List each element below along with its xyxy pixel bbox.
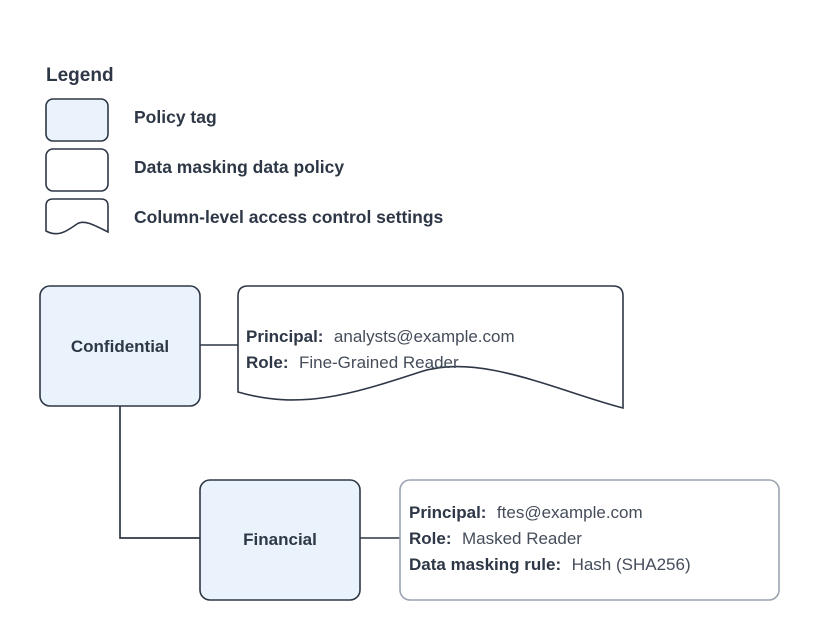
connector-confidential-to-financial xyxy=(119,406,200,539)
connectors xyxy=(119,344,400,539)
callout-row-value: Hash (SHA256) xyxy=(572,555,691,574)
node-confidential-box[interactable] xyxy=(39,285,201,407)
legend-item-label: Data masking data policy xyxy=(134,157,344,177)
node-financial-label: Financial xyxy=(243,530,317,549)
rounded-rect-icon xyxy=(45,148,109,192)
node-confidential[interactable]: Confidential xyxy=(39,285,201,407)
node-financial[interactable]: Financial xyxy=(199,479,361,601)
node-confidential-label: Confidential xyxy=(71,337,169,356)
callout-row: Principal: analysts@example.com xyxy=(246,327,515,346)
legend-item-label: Policy tag xyxy=(134,107,217,127)
callout-row: Data masking rule: Hash (SHA256) xyxy=(409,555,691,574)
callout-row-key: Principal: xyxy=(409,503,486,522)
callout-rounded-rect-shape[interactable] xyxy=(399,479,780,601)
callout-row-key: Principal: xyxy=(246,327,323,346)
node-financial-box[interactable] xyxy=(199,479,361,601)
document-wave-icon xyxy=(45,198,109,235)
callout-row-key: Role: xyxy=(246,353,289,372)
legend: Legend Policy tag Data masking data poli… xyxy=(45,65,444,235)
callout-row-key: Data masking rule: xyxy=(409,555,561,574)
callout-row-value: Masked Reader xyxy=(462,529,582,548)
legend-title: Legend xyxy=(46,65,114,86)
legend-item-policy-tag: Policy tag xyxy=(45,98,217,142)
legend-item-data-masking-policy: Data masking data policy xyxy=(45,148,344,192)
callout-row: Role: Masked Reader xyxy=(409,529,582,548)
legend-item-access-control: Column-level access control settings xyxy=(45,198,444,235)
callout-row: Role: Fine-Grained Reader xyxy=(246,353,459,372)
callout-row-value: analysts@example.com xyxy=(334,327,515,346)
legend-item-label: Column-level access control settings xyxy=(134,207,444,227)
callout-row: Principal: ftes@example.com xyxy=(409,503,643,522)
callout-financial-masking-policy[interactable]: Principal: ftes@example.com Role: Masked… xyxy=(399,479,780,601)
rounded-rect-filled-icon xyxy=(45,98,109,142)
callout-row-value: Fine-Grained Reader xyxy=(299,353,459,372)
callout-row-key: Role: xyxy=(409,529,452,548)
callout-document-shape[interactable] xyxy=(237,285,624,410)
callout-row-value: ftes@example.com xyxy=(497,503,643,522)
callout-confidential-access-control[interactable]: Principal: analysts@example.com Role: Fi… xyxy=(237,285,624,410)
